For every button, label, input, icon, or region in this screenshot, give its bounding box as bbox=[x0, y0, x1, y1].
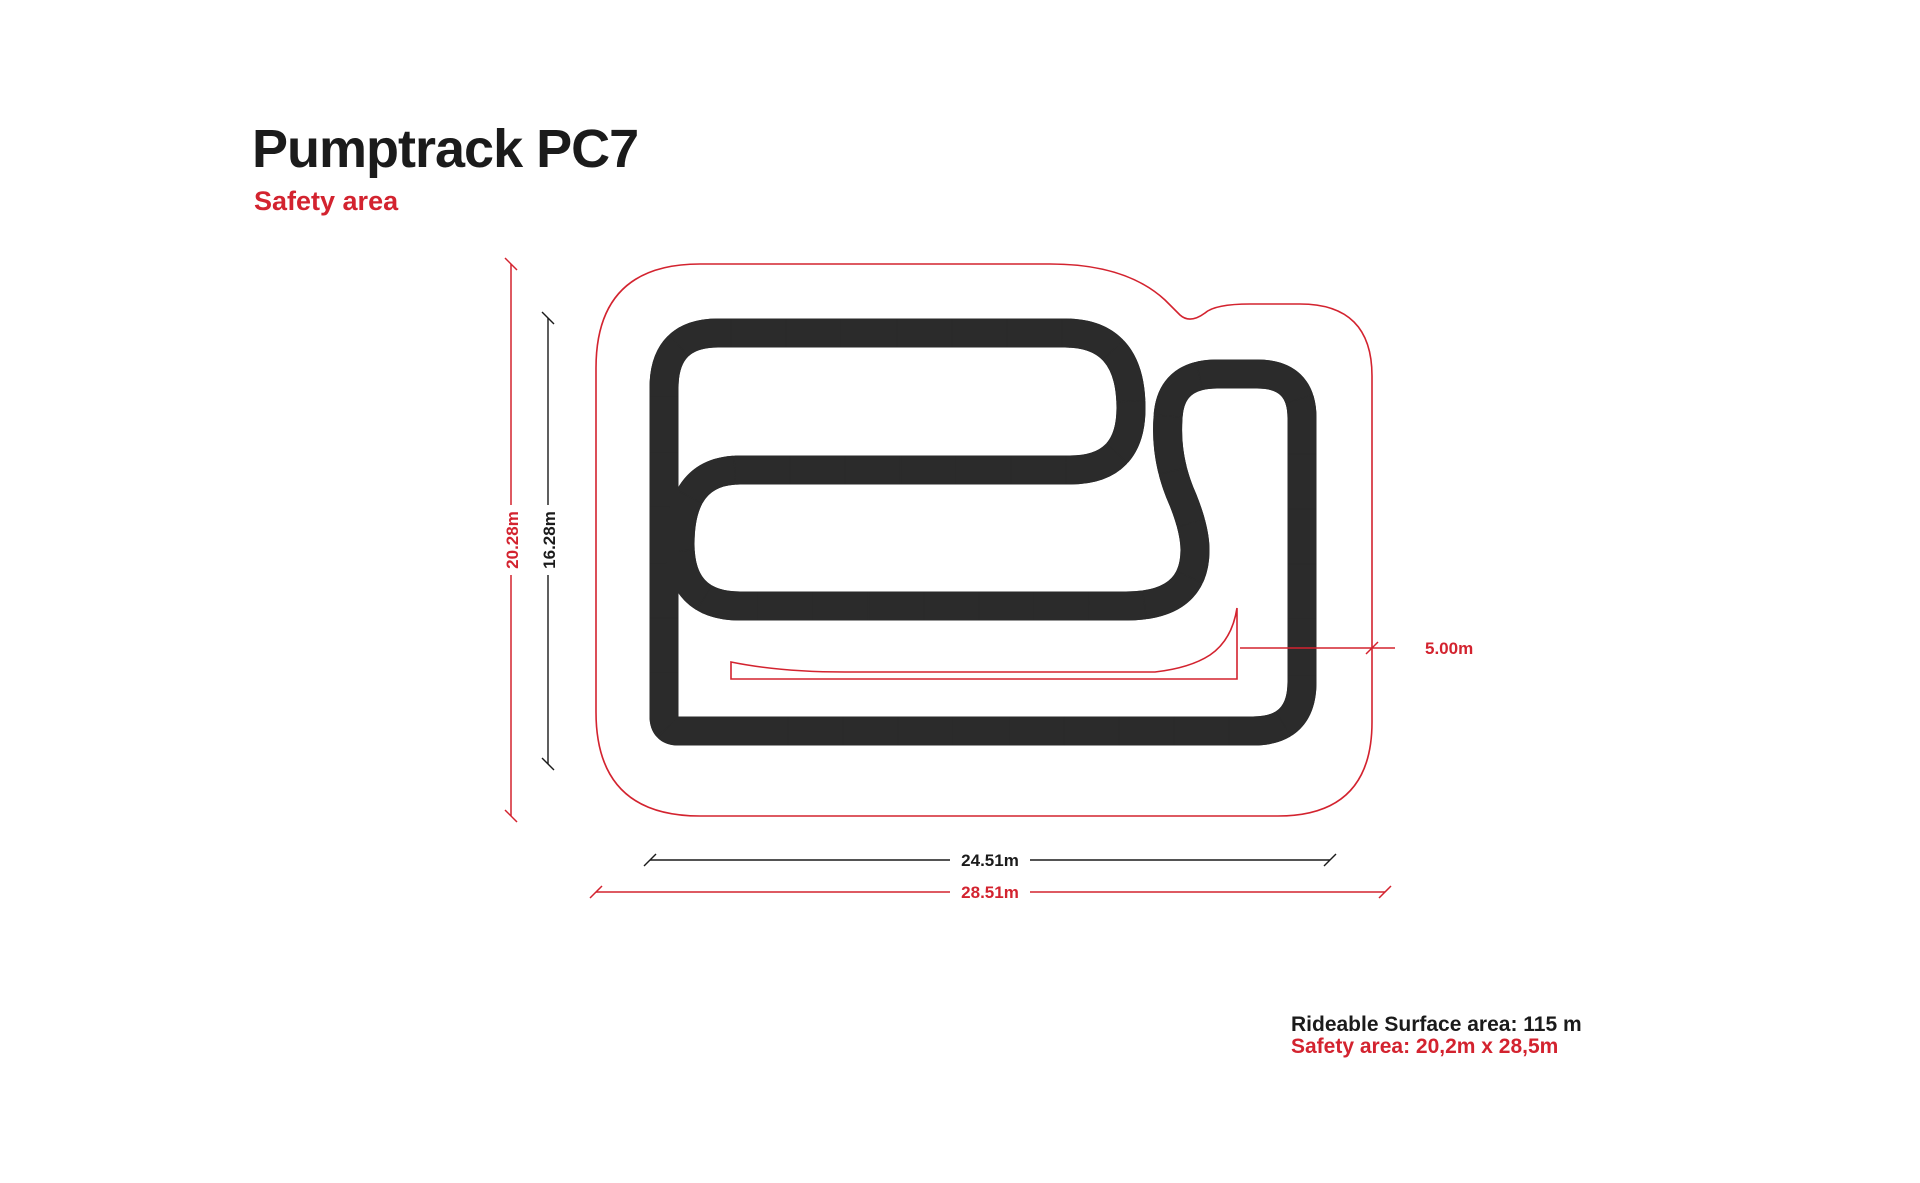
rideable-surface-text: Rideable Surface area: 115 m bbox=[1291, 1013, 1582, 1036]
page-subtitle: Safety area bbox=[254, 186, 399, 216]
dimension-label-safety-margin: 5.00m bbox=[1425, 639, 1473, 658]
dimension-safety-height: 20.28m bbox=[500, 257, 522, 823]
dimension-safety-width: 28.51m bbox=[589, 881, 1392, 903]
track-module-seams-cover bbox=[649, 318, 1317, 746]
info-block: Rideable Surface area: 115 m Safety area… bbox=[1291, 1014, 1582, 1058]
dimension-track-height: 16.28m bbox=[537, 311, 559, 771]
dimension-label-track-height: 16.28m bbox=[540, 511, 559, 569]
dimension-label-track-width: 24.51m bbox=[961, 851, 1019, 870]
safety-area-text: Safety area: 20,2m x 28,5m bbox=[1291, 1035, 1559, 1058]
dimension-label-safety-height: 20.28m bbox=[503, 511, 522, 569]
dimension-safety-margin: 5.00m bbox=[1240, 639, 1473, 658]
safety-area-outline bbox=[595, 263, 1373, 817]
dimension-label-safety-width: 28.51m bbox=[961, 883, 1019, 902]
inner-safety-outline bbox=[730, 607, 1238, 680]
dimension-track-width: 24.51m bbox=[643, 849, 1337, 871]
page-title: Pumptrack PC7 bbox=[252, 119, 639, 179]
